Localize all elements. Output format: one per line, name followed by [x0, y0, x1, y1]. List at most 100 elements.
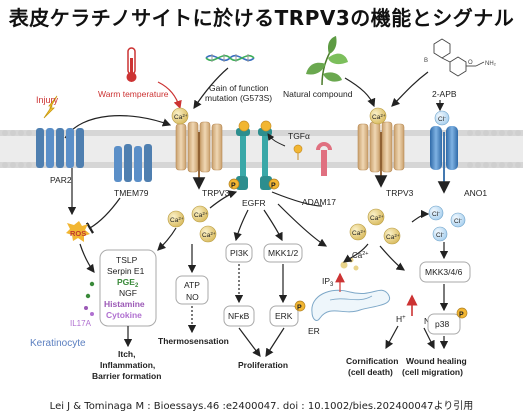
ano1-channel[interactable]: [430, 126, 458, 194]
il17a-label: IL17A: [70, 319, 92, 328]
tgfa-ligand: [238, 120, 303, 160]
cl-ion-int-1: Cl-: [428, 205, 444, 221]
svg-text:P: P: [231, 183, 236, 190]
svg-text:Ca2+: Ca2+: [370, 214, 384, 222]
mediator-ngf: NGF: [119, 288, 137, 298]
svg-text:P: P: [459, 312, 464, 319]
egfr-to-er-arrow: [277, 203, 328, 247]
svg-text:Cl-: Cl-: [438, 115, 446, 123]
trpv3-left-label: TRPV3: [202, 188, 230, 198]
p38-label: p38: [435, 319, 449, 329]
nfkb-box: [223, 305, 255, 327]
natural-compound-label: Natural compound: [283, 89, 353, 99]
citation: Lei J & Tominaga M : Bioessays.46 :e2400…: [49, 401, 474, 412]
cl-ion-ext: Cl-: [434, 110, 450, 126]
svg-text:P: P: [297, 305, 302, 312]
mediator-tslp: TSLP: [116, 255, 138, 265]
trpv3-right-label: TRPV3: [386, 188, 414, 198]
svg-text:Ca2+: Ca2+: [202, 231, 216, 239]
svg-text:Ca2+: Ca2+: [194, 211, 208, 219]
ca-ion-int-1: Ca2+: [167, 210, 185, 228]
phospho-egfr-left: P: [228, 178, 240, 190]
page-title: 表皮ケラチノサイトに於けるTRPV3の機能とシグナル: [8, 6, 515, 30]
trpv3-channel-right[interactable]: [357, 121, 405, 188]
adam17-label: ADAM17: [302, 197, 336, 207]
dna-icon: [205, 54, 255, 62]
outcome-thermosensation: Thermosensation: [158, 336, 229, 346]
warm-temperature-label: Warm temperature: [98, 89, 169, 99]
gof-label-line2: mutation (G573S): [205, 93, 272, 103]
keratinocyte-label: Keratinocyte: [30, 338, 86, 349]
natural-arrow-right: [344, 77, 376, 108]
par2-receptor[interactable]: [36, 128, 84, 168]
svg-text:Ca2+: Ca2+: [372, 113, 386, 121]
ca-ion-int-5: Ca2+: [367, 208, 385, 226]
svg-text:NH₂: NH₂: [485, 61, 497, 67]
pi3k-box: [225, 243, 253, 263]
injury-label: Injury: [36, 95, 59, 105]
ca-ion-int-3: Ca2+: [199, 225, 217, 243]
leaf-icon: [306, 36, 348, 86]
cl-ion-int-2: Cl-: [450, 212, 466, 228]
adam17-protein[interactable]: [316, 142, 332, 176]
2apb-arrow: [391, 71, 429, 107]
outcome-itch-line2: Inflammation,: [100, 360, 155, 370]
outcome-wound-line2: (cell migration): [402, 367, 463, 377]
svg-text:Ca2+: Ca2+: [170, 216, 184, 224]
tmem79-label: TMEM79: [114, 188, 149, 198]
mkk346-label: MKK3/4/6: [425, 267, 463, 277]
tmem79-inhibition: [85, 197, 121, 234]
svg-text:Ca2+: Ca2+: [174, 113, 188, 121]
er-label: ER: [308, 326, 320, 336]
svg-text:Ca2+: Ca2+: [352, 229, 366, 237]
cl-ion-int-3: Cl-: [432, 226, 448, 242]
phospho-egfr-right: P: [268, 178, 280, 190]
mediator-cytokine: Cytokine: [106, 310, 142, 320]
mediator-serpin: Serpin E1: [107, 266, 145, 276]
ros-burst: ROS: [66, 221, 90, 242]
lightning-icon: [43, 95, 58, 119]
erk-label: ERK: [275, 311, 293, 321]
outcome-wound-line1: Wound healing: [406, 356, 467, 366]
gof-label-line1: Gain of function: [209, 83, 269, 93]
svg-text:Ca2+: Ca2+: [386, 233, 400, 241]
ca-ion-int-2: Ca2+: [191, 205, 209, 223]
mkk12-box: [263, 243, 303, 263]
nfkb-label: NFκB: [228, 311, 250, 321]
ip3-label: IP3: [322, 276, 334, 288]
p38-box: [427, 313, 461, 335]
mkk12-label: MKK1/2: [268, 248, 299, 258]
outcome-cornification-line2: (cell death): [348, 367, 393, 377]
svg-text:Ca2+: Ca2+: [352, 251, 369, 260]
phospho-erk: P: [294, 300, 306, 312]
outcome-cornification-line1: Cornification: [346, 356, 398, 366]
svg-text:O: O: [468, 60, 473, 66]
mkk346-box: [419, 261, 471, 283]
mediator-histamine: Histamine: [104, 299, 145, 309]
atp-no-box: [175, 275, 209, 305]
warm-arrow: [157, 81, 182, 110]
tmem79-protein[interactable]: [114, 144, 152, 182]
pi3k-label: PI3K: [230, 248, 249, 258]
outcome-itch-line1: Itch,: [118, 349, 135, 359]
secreted-dots: [84, 281, 95, 316]
gof-arrow: [193, 67, 229, 109]
svg-text:Cl-: Cl-: [454, 217, 462, 225]
thermometer-icon: [126, 47, 137, 82]
outcome-proliferation: Proliferation: [238, 360, 288, 370]
svg-text:Cl-: Cl-: [432, 210, 440, 218]
par2-label: PAR2: [50, 175, 72, 185]
egfr-label: EGFR: [242, 198, 266, 208]
endoplasmic-reticulum: [311, 289, 391, 321]
no-label: NO: [186, 292, 199, 302]
ano1-label: ANO1: [464, 188, 487, 198]
svg-text:ROS: ROS: [70, 229, 86, 238]
ca-ion-int-6: Ca2+: [383, 227, 401, 245]
ca-ion-ext-left: Ca2+: [171, 107, 189, 125]
svg-text:Cl-: Cl-: [436, 231, 444, 239]
ros-to-mediators-arrow: [79, 243, 95, 273]
tgfa-label: TGFα: [288, 131, 310, 141]
2apb-label: 2-APB: [432, 89, 457, 99]
trpv3-channel-left[interactable]: [175, 121, 223, 190]
